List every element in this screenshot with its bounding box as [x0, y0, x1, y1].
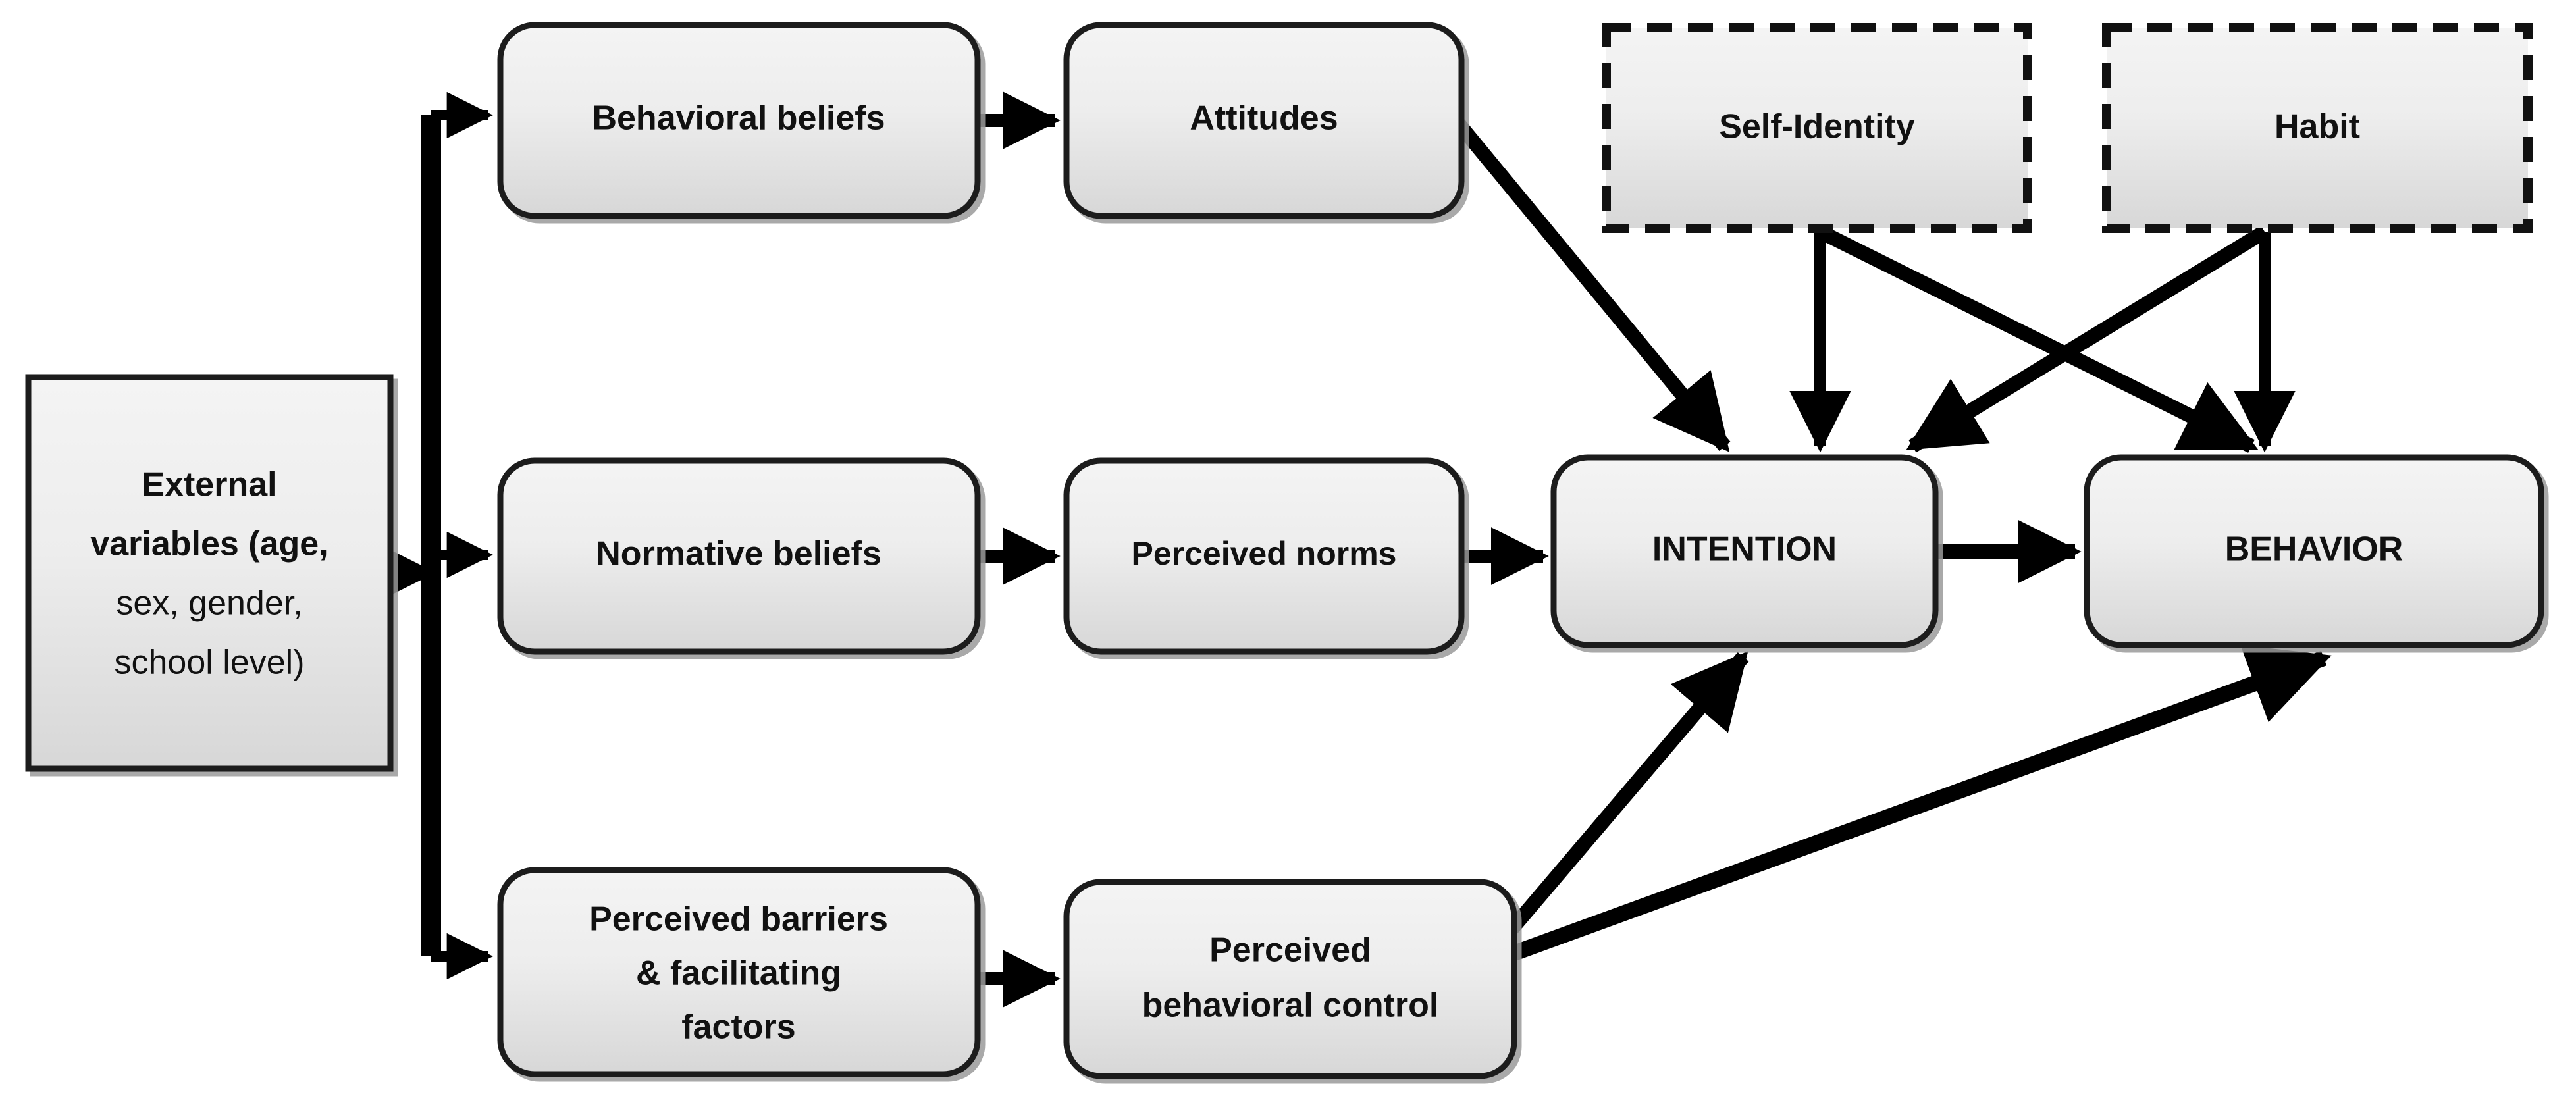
- edge-pbc-to-behavior: [1486, 644, 2332, 970]
- external-variables-label-line-1: External: [142, 466, 276, 504]
- node-perceived-norms[interactable]: Perceived norms: [1063, 457, 1465, 655]
- pbc-label-line-1: Perceived: [1209, 931, 1371, 969]
- perceived-norms-box[interactable]: [1063, 457, 1465, 655]
- self-identity-label: Self-Identity: [1719, 108, 1915, 146]
- edge-layer: [389, 91, 2332, 1008]
- behavior-label: BEHAVIOR: [2225, 530, 2404, 569]
- edge-attitudes-to-intention: [1446, 110, 1731, 452]
- intention-box[interactable]: [1550, 454, 1939, 648]
- external-variables-label-line-3: sex, gender,: [116, 584, 302, 623]
- node-external-variables[interactable]: External variables (age, sex, gender, sc…: [25, 374, 394, 772]
- perceived-barriers-box[interactable]: [497, 867, 981, 1077]
- perceived-behavioral-control-box[interactable]: [1063, 879, 1517, 1079]
- self-identity-box[interactable]: [1602, 23, 2032, 233]
- edge-external-to-behavioral-beliefs: [389, 91, 494, 956]
- perceived-barriers-label-line-2: & facilitating: [636, 954, 841, 993]
- node-normative-beliefs[interactable]: Normative beliefs: [497, 457, 981, 655]
- edge-habit-to-intention: [1906, 225, 2269, 453]
- behavior-box[interactable]: [2084, 454, 2544, 648]
- edge-pbc-to-intention: [1483, 651, 1749, 961]
- normative-beliefs-label: Normative beliefs: [596, 535, 881, 573]
- pbc-label-line-2: behavioral control: [1142, 987, 1439, 1025]
- normative-beliefs-box[interactable]: [497, 457, 981, 655]
- node-perceived-behavioral-control[interactable]: Perceived behavioral control: [1063, 879, 1517, 1079]
- attitudes-label: Attitudes: [1190, 99, 1338, 138]
- perceived-norms-label: Perceived norms: [1132, 535, 1397, 572]
- behavioral-beliefs-box[interactable]: [497, 22, 981, 219]
- node-behavioral-beliefs[interactable]: Behavioral beliefs: [497, 22, 981, 219]
- node-attitudes[interactable]: Attitudes: [1063, 22, 1465, 219]
- intention-label: INTENTION: [1652, 530, 1837, 569]
- attitudes-box[interactable]: [1063, 22, 1465, 219]
- external-variables-label-line-4: school level): [114, 644, 304, 682]
- edge-self-identity-to-behavior: [1817, 225, 2259, 453]
- node-behavior[interactable]: BEHAVIOR: [2084, 454, 2544, 648]
- habit-label: Habit: [2274, 108, 2360, 146]
- perceived-barriers-label-line-1: Perceived barriers: [589, 900, 888, 939]
- node-perceived-barriers[interactable]: Perceived barriers & facilitating factor…: [497, 867, 981, 1077]
- perceived-barriers-label-line-3: factors: [681, 1008, 795, 1046]
- node-self-identity[interactable]: Self-Identity: [1602, 23, 2032, 233]
- behavioral-beliefs-label: Behavioral beliefs: [592, 99, 885, 138]
- node-habit[interactable]: Habit: [2102, 23, 2533, 233]
- external-variables-label-line-2: variables (age,: [90, 525, 328, 563]
- node-layer: External variables (age, sex, gender, sc…: [25, 22, 2544, 1079]
- node-intention[interactable]: INTENTION: [1550, 454, 1939, 648]
- external-variables-box[interactable]: [25, 374, 394, 772]
- habit-box[interactable]: [2102, 23, 2533, 233]
